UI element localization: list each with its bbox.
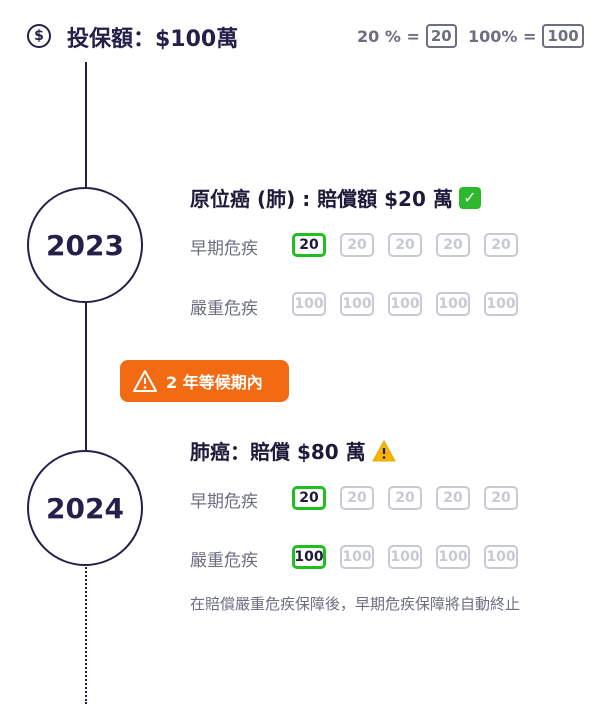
legend-100-percent: 100% = 100 — [468, 24, 584, 48]
claimed-cell: 20 — [292, 233, 326, 257]
cells-row: 100 100 100 100 100 — [292, 292, 532, 316]
cells-row: 20 20 20 20 20 — [292, 486, 532, 510]
unclaimed-cell: 20 — [340, 233, 374, 257]
event-heading-text: 原位癌 (肺) : 賠償額 $20 萬 — [190, 187, 453, 211]
claimed-cell: 20 — [292, 486, 326, 510]
unclaimed-cell: 20 — [484, 486, 518, 510]
unclaimed-cell: 100 — [340, 545, 374, 569]
legend-label: 20 % = — [357, 26, 420, 46]
check-icon: ✓ — [458, 186, 481, 209]
event-heading-text: 肺癌：賠償 $80 萬 — [190, 440, 366, 464]
warning-icon — [133, 370, 157, 392]
claimed-cell: 100 — [292, 545, 326, 569]
event-heading: 原位癌 (肺) : 賠償額 $20 萬 ✓ — [190, 183, 481, 212]
cells-row: 100 100 100 100 100 — [292, 545, 532, 569]
unclaimed-cell: 20 — [388, 486, 422, 510]
warning-icon — [372, 440, 396, 461]
waiting-period-badge: 2 年等候期內 — [120, 360, 289, 402]
dollar-icon: $ — [27, 24, 51, 48]
unclaimed-cell: 100 — [292, 292, 326, 316]
unclaimed-cell: 100 — [484, 545, 518, 569]
timeline-line — [85, 62, 87, 190]
timeline-dotted-line — [85, 564, 87, 704]
badge-text: 2 年等候期內 — [166, 373, 263, 392]
unclaimed-cell: 20 — [340, 486, 374, 510]
legend-label: 100% = — [468, 26, 537, 46]
unclaimed-cell: 100 — [388, 292, 422, 316]
event-heading: 肺癌：賠償 $80 萬 — [190, 436, 396, 465]
unclaimed-cell: 20 — [484, 233, 518, 257]
unclaimed-cell: 20 — [388, 233, 422, 257]
timeline-line — [85, 302, 87, 452]
legend-20-percent: 20 % = 20 — [357, 24, 457, 48]
row-label-early: 早期危疾 — [190, 492, 258, 512]
unclaimed-cell: 100 — [340, 292, 374, 316]
year-circle-2024: 2024 — [27, 450, 143, 566]
unclaimed-cell: 20 — [436, 233, 470, 257]
legend-box: 20 — [425, 24, 457, 48]
unclaimed-cell: 100 — [388, 545, 422, 569]
unclaimed-cell: 100 — [436, 545, 470, 569]
unclaimed-cell: 100 — [484, 292, 518, 316]
unclaimed-cell: 100 — [436, 292, 470, 316]
page-title: 投保額：$100萬 — [67, 27, 239, 52]
row-label-early: 早期危疾 — [190, 239, 258, 259]
unclaimed-cell: 20 — [436, 486, 470, 510]
row-label-severe: 嚴重危疾 — [190, 299, 258, 319]
year-circle-2023: 2023 — [27, 187, 143, 303]
row-label-severe: 嚴重危疾 — [190, 551, 258, 571]
cells-row: 20 20 20 20 20 — [292, 233, 532, 257]
termination-note: 在賠償嚴重危疾保障後，早期危疾保障將自動終止 — [190, 595, 521, 613]
legend-box: 100 — [542, 24, 584, 48]
